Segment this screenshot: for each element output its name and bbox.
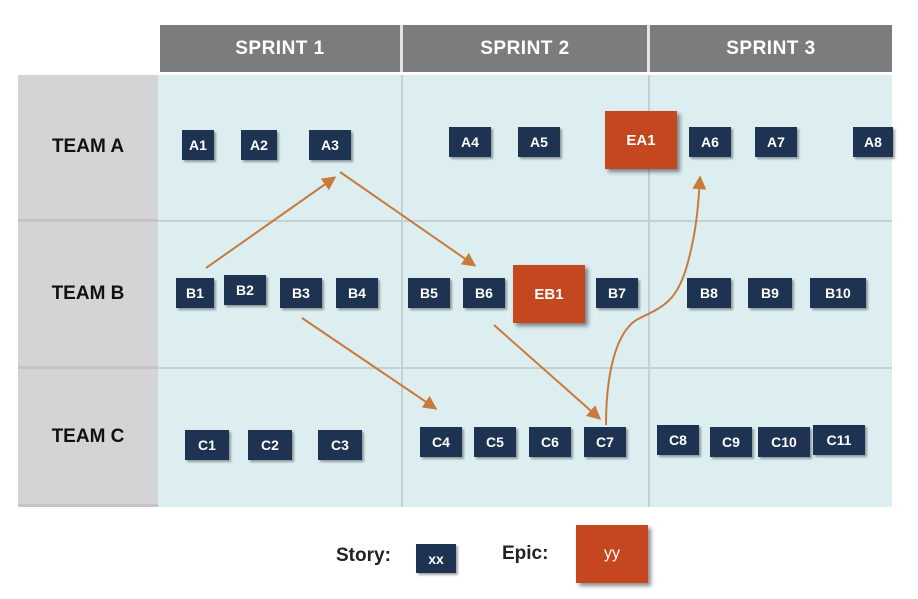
story-b10: B10 [810, 278, 866, 308]
legend-epic-label: Epic: [502, 543, 549, 564]
story-c3: C3 [318, 430, 362, 460]
story-c8: C8 [657, 425, 699, 455]
story-b8: B8 [687, 278, 731, 308]
story-a7: A7 [755, 127, 797, 157]
story-c1: C1 [185, 430, 229, 460]
story-b9: B9 [748, 278, 792, 308]
story-b3: B3 [280, 278, 322, 308]
story-c9: C9 [710, 427, 752, 457]
story-b1: B1 [176, 278, 214, 308]
story-a3: A3 [309, 130, 351, 160]
legend-story-sample: xx [416, 544, 456, 573]
story-b4: B4 [336, 278, 378, 308]
team-label-a: TEAM A [18, 75, 158, 222]
story-c7: C7 [584, 427, 626, 457]
sprint-header-3: SPRINT 3 [650, 25, 892, 72]
story-c2: C2 [248, 430, 292, 460]
sprint-header-1: SPRINT 1 [160, 25, 403, 72]
story-b2: B2 [224, 275, 266, 305]
legend-epic-sample: yy [576, 525, 648, 583]
sprint-header-2: SPRINT 2 [403, 25, 650, 72]
story-c10: C10 [758, 427, 810, 457]
story-a1: A1 [182, 130, 214, 160]
epic-ea1: EA1 [605, 111, 677, 169]
story-c6: C6 [529, 427, 571, 457]
epic-eb1: EB1 [513, 265, 585, 323]
story-a2: A2 [241, 130, 277, 160]
story-b7: B7 [596, 278, 638, 308]
legend-story-label: Story: [336, 545, 391, 566]
story-c11: C11 [813, 425, 865, 455]
story-b5: B5 [408, 278, 450, 308]
story-a8: A8 [853, 127, 893, 157]
story-a5: A5 [518, 127, 560, 157]
team-label-b: TEAM B [18, 222, 158, 369]
story-c5: C5 [474, 427, 516, 457]
story-a6: A6 [689, 127, 731, 157]
story-a4: A4 [449, 127, 491, 157]
story-c4: C4 [420, 427, 462, 457]
team-label-c: TEAM C [18, 369, 158, 507]
story-b6: B6 [463, 278, 505, 308]
